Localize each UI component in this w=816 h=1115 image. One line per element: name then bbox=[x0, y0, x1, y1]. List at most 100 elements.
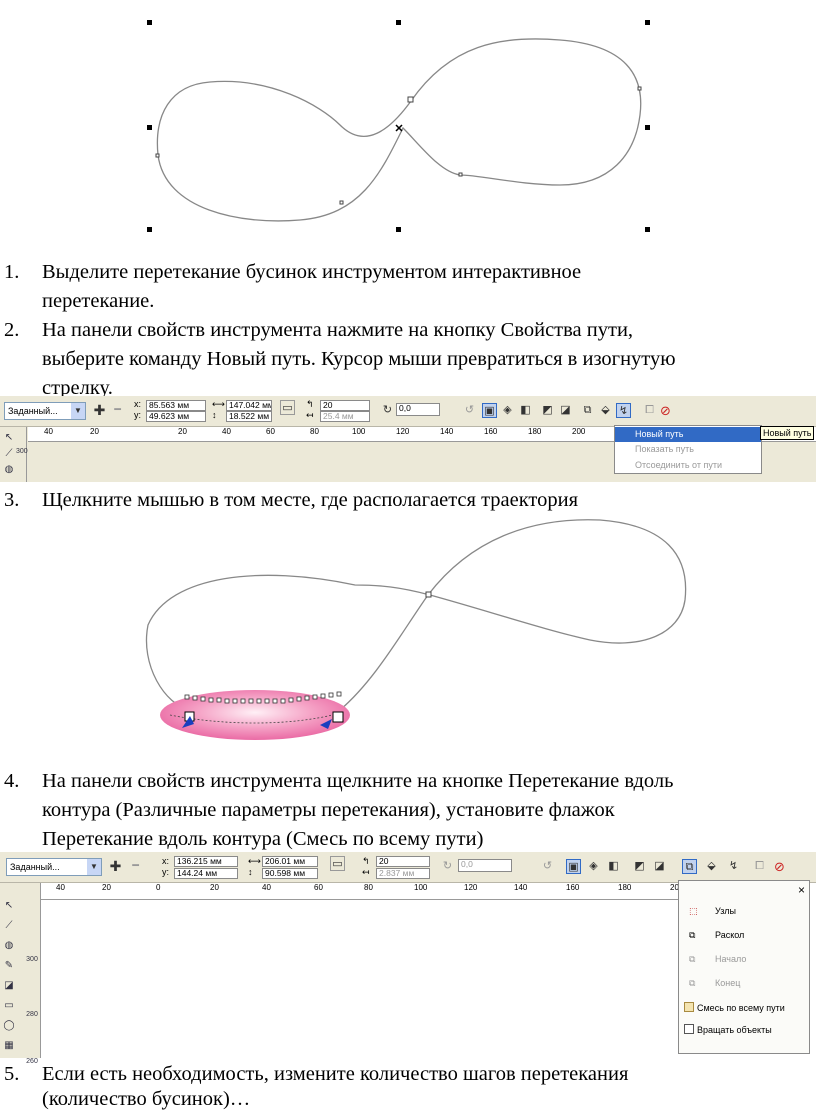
step-4: 4. На панели свойств инструмента щелкнит… bbox=[4, 770, 674, 850]
path-properties-menu: Новый путь Показать путь Отсоединить от … bbox=[614, 425, 762, 474]
lock-ratio-icon[interactable]: ▭ bbox=[330, 856, 345, 871]
steps-icon: ↰ bbox=[362, 856, 370, 866]
figure-infinity-path bbox=[147, 20, 650, 232]
checkbox[interactable] bbox=[684, 1002, 694, 1012]
pick-tool-icon[interactable]: ↖ bbox=[4, 432, 14, 443]
pick-tool-icon[interactable]: ↖ bbox=[4, 900, 14, 911]
height-field[interactable]: 90.598 мм bbox=[262, 868, 318, 879]
loop-icon[interactable]: ↺ bbox=[542, 860, 553, 872]
step-2: 2. На панели свойств инструмента нажмите… bbox=[4, 319, 676, 399]
loop-icon[interactable]: ↺ bbox=[464, 404, 475, 416]
fuse-start-icon: ⧉ bbox=[689, 954, 696, 964]
ellipse-tool-icon[interactable]: ◯ bbox=[3, 1020, 15, 1031]
steps-field[interactable]: 20 bbox=[320, 400, 370, 411]
property-bar-screenshot-2: Заданный...▼ ✚ ━ x: y: 136.215 мм 144.24… bbox=[0, 852, 816, 1065]
property-bar: Заданный...▼ ✚ ━ x: y: 136.215 мм 144.24… bbox=[0, 852, 816, 883]
y-field[interactable]: 49.623 мм bbox=[146, 411, 206, 422]
zoom-tool-icon[interactable]: ◍ bbox=[4, 464, 14, 475]
shape-tool-icon[interactable]: ⟋ bbox=[5, 448, 13, 459]
width-icon: ⟷ bbox=[248, 856, 261, 866]
width-field[interactable]: 206.01 мм bbox=[262, 856, 318, 867]
menu-item-detach-path[interactable]: Отсоединить от пути bbox=[635, 460, 722, 470]
misc-blend-options-icon[interactable]: ⧉ bbox=[583, 404, 592, 416]
add-preset-icon[interactable]: ✚ bbox=[93, 402, 106, 418]
height-field[interactable]: 18.522 мм bbox=[226, 411, 272, 422]
tooltip: Новый путь bbox=[760, 426, 815, 440]
start-end-icon[interactable]: ⬙ bbox=[707, 860, 716, 872]
menu-item-show-path[interactable]: Показать путь bbox=[635, 444, 694, 454]
step-1: 1. Выделите перетекание бусинок инструме… bbox=[4, 261, 582, 312]
clockwise-blend-icon[interactable]: ◈ bbox=[503, 404, 512, 416]
property-bar-screenshot-1: Заданный...▼ ✚ ━ x: y: 85.563 мм 49.623 … bbox=[0, 396, 816, 482]
zoom-tool-icon[interactable]: ◍ bbox=[4, 940, 14, 951]
y-field[interactable]: 144.24 мм bbox=[174, 868, 238, 879]
height-icon: ↕ bbox=[248, 867, 253, 877]
remove-preset-icon[interactable]: ━ bbox=[132, 860, 139, 872]
object-acceleration-icon[interactable]: ◩ bbox=[634, 860, 645, 872]
width-icon: ⟷ bbox=[212, 399, 225, 409]
step-5: 5. Если есть необходимость, измените кол… bbox=[4, 1063, 629, 1110]
spacing-field[interactable]: 2.837 мм bbox=[376, 868, 430, 879]
copy-blend-icon[interactable]: ⧠ bbox=[645, 404, 654, 416]
smart-fill-icon[interactable]: ◪ bbox=[4, 980, 14, 991]
color-acceleration-icon[interactable]: ◪ bbox=[654, 860, 665, 872]
rectangle-tool-icon[interactable]: ▭ bbox=[4, 1000, 14, 1011]
counterclockwise-blend-icon[interactable]: ◧ bbox=[608, 860, 619, 872]
misc-blend-options-icon[interactable]: ⧉ bbox=[682, 859, 697, 874]
freehand-tool-icon[interactable]: ✎ bbox=[4, 960, 14, 971]
x-field[interactable]: 136.215 мм bbox=[174, 856, 238, 867]
preset-combo[interactable]: Заданный...▼ bbox=[6, 858, 102, 876]
direct-blend-icon[interactable]: ▣ bbox=[482, 403, 497, 418]
table-tool-icon[interactable]: ▦ bbox=[4, 1040, 14, 1051]
remove-preset-icon[interactable]: ━ bbox=[114, 404, 121, 416]
width-field[interactable]: 147.042 мм bbox=[226, 400, 272, 411]
map-nodes-icon: ⬚ bbox=[689, 906, 698, 916]
steps-field[interactable]: 20 bbox=[376, 856, 430, 867]
infinity-curve[interactable] bbox=[156, 38, 642, 222]
menu-item-split[interactable]: ⧉ Раскол bbox=[679, 925, 809, 945]
menu-item-fuse-end[interactable]: ⧉ Конец bbox=[679, 973, 809, 993]
clear-blend-icon[interactable]: ⊘ bbox=[660, 403, 671, 418]
rotate-icon: ↻ bbox=[382, 404, 393, 416]
fuse-end-icon: ⧉ bbox=[689, 978, 696, 988]
start-end-icon[interactable]: ⬙ bbox=[601, 404, 610, 416]
step-3: 3. Щелкните мышью в том месте, где распо… bbox=[4, 489, 579, 511]
menu-item-fuse-start[interactable]: ⧉ Начало bbox=[679, 949, 809, 969]
path-properties-icon[interactable]: ↯ bbox=[728, 860, 739, 872]
checkbox-rotate-objects[interactable]: Вращать объекты bbox=[679, 1021, 809, 1039]
height-icon: ↕ bbox=[212, 410, 217, 420]
spacing-field[interactable]: 25.4 мм bbox=[320, 411, 370, 422]
blend-nodes[interactable] bbox=[184, 691, 342, 704]
lock-ratio-icon[interactable]: ▭ bbox=[280, 400, 295, 415]
menu-item-new-path[interactable]: Новый путь bbox=[615, 427, 761, 442]
direct-blend-icon[interactable]: ▣ bbox=[566, 859, 581, 874]
color-acceleration-icon[interactable]: ◪ bbox=[560, 404, 571, 416]
add-preset-icon[interactable]: ✚ bbox=[109, 858, 122, 874]
clockwise-blend-icon[interactable]: ◈ bbox=[589, 860, 598, 872]
menu-item-nodes[interactable]: ⬚ Узлы bbox=[679, 901, 809, 921]
split-icon: ⧉ bbox=[689, 930, 696, 940]
bead-blend[interactable] bbox=[160, 690, 350, 740]
x-field[interactable]: 85.563 мм bbox=[146, 400, 206, 411]
counterclockwise-blend-icon[interactable]: ◧ bbox=[520, 404, 531, 416]
shape-tool-icon[interactable]: ⟋ bbox=[5, 920, 13, 931]
figure-beads-on-path bbox=[145, 519, 687, 740]
rotate-icon: ↻ bbox=[442, 860, 453, 872]
spacing-icon: ↤ bbox=[306, 410, 314, 420]
object-acceleration-icon[interactable]: ◩ bbox=[542, 404, 553, 416]
rotation-field[interactable]: 0,0 bbox=[396, 403, 440, 416]
selection-handles[interactable] bbox=[147, 20, 650, 232]
checkbox[interactable] bbox=[684, 1024, 694, 1034]
end-arrow-icon bbox=[320, 719, 332, 729]
copy-blend-icon[interactable]: ⧠ bbox=[755, 860, 764, 872]
infinity-curve[interactable] bbox=[145, 519, 687, 711]
clear-blend-icon[interactable]: ⊘ bbox=[774, 859, 785, 874]
preset-combo[interactable]: Заданный...▼ bbox=[4, 402, 86, 420]
checkbox-blend-along-full-path[interactable]: Смесь по всему пути bbox=[679, 999, 809, 1017]
chevron-down-icon: ▼ bbox=[71, 403, 85, 419]
misc-blend-options-menu: × ⬚ Узлы ⧉ Раскол ⧉ Начало ⧉ Конец Смесь… bbox=[678, 880, 810, 1054]
chevron-down-icon: ▼ bbox=[87, 859, 101, 875]
path-properties-icon[interactable]: ↯ bbox=[616, 403, 631, 418]
close-icon[interactable]: × bbox=[797, 883, 805, 897]
rotation-field[interactable]: 0,0 bbox=[458, 859, 512, 872]
